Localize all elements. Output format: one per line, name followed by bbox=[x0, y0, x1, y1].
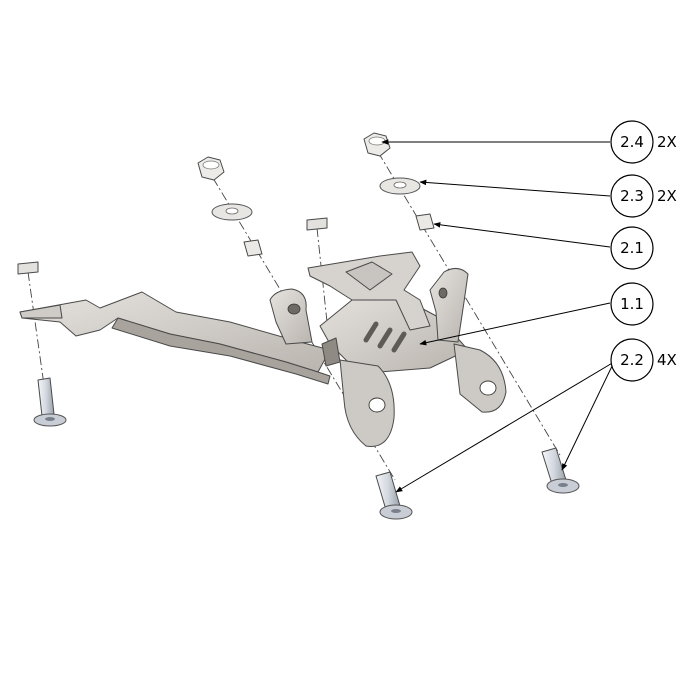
callout-label: 2.3 bbox=[620, 187, 644, 205]
callout-label: 2.4 bbox=[620, 133, 644, 151]
callout-label: 2.2 bbox=[620, 351, 644, 369]
callout-1-1: 1.1 bbox=[610, 282, 654, 326]
callout-label: 2.1 bbox=[620, 239, 644, 257]
callout-2-3: 2.3 2X bbox=[610, 174, 677, 218]
leader-lines bbox=[381, 139, 615, 493]
spacer-2-1-right bbox=[415, 213, 435, 231]
nut-2-4-right bbox=[363, 132, 391, 157]
bolt-2-2-center bbox=[375, 471, 413, 520]
small-clips bbox=[17, 217, 328, 275]
callout-qty: 2X bbox=[657, 187, 677, 205]
nut-2-4-left bbox=[197, 156, 225, 181]
callout-2-1: 2.1 bbox=[610, 226, 654, 270]
callout-2-4: 2.4 2X bbox=[610, 120, 677, 164]
callout-qty: 4X bbox=[657, 351, 677, 369]
washer-2-3-right bbox=[379, 177, 421, 195]
bolt-2-2-left bbox=[33, 377, 67, 427]
callout-label: 1.1 bbox=[620, 295, 644, 313]
bolt-2-2-right bbox=[541, 447, 580, 494]
washer-2-3-left bbox=[211, 203, 253, 221]
spacer-2-1-left bbox=[243, 239, 263, 257]
bracket-1-1 bbox=[19, 251, 507, 447]
callout-2-2: 2.2 4X bbox=[610, 338, 677, 382]
callout-qty: 2X bbox=[657, 133, 677, 151]
